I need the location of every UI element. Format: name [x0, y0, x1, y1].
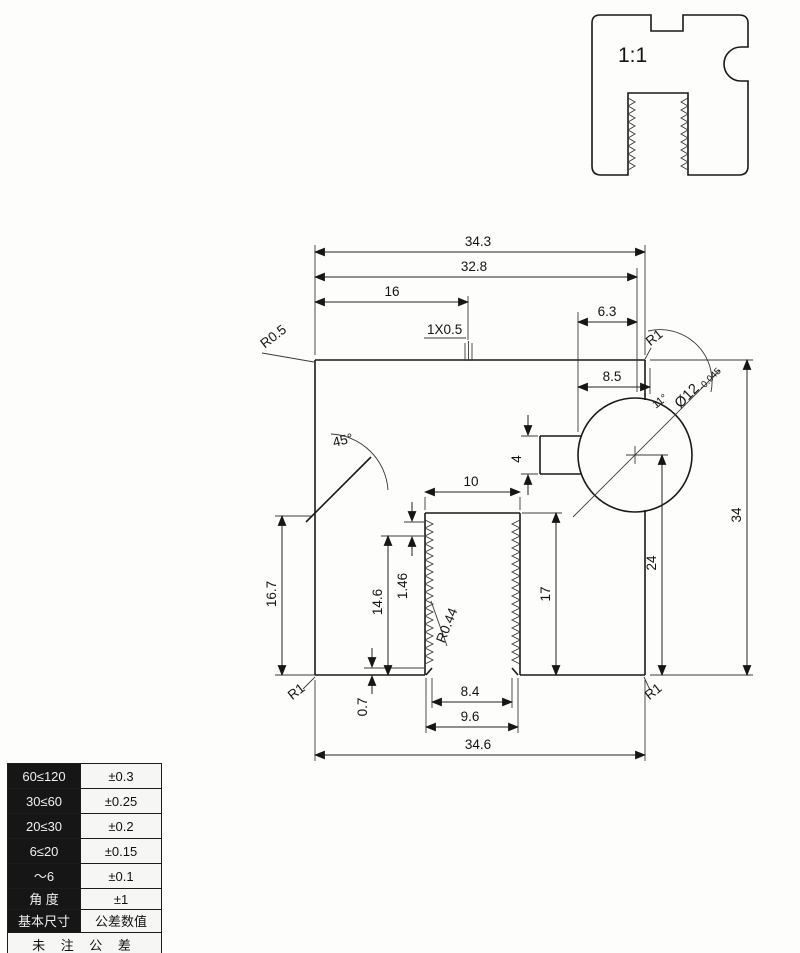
dim-16-7: 16.7 — [264, 581, 279, 607]
dim-24: 24 — [644, 555, 659, 571]
tolerance-row: 20≤30 ±0.2 — [7, 813, 178, 839]
tolerance-value: ±0.2 — [80, 813, 162, 839]
tolerance-value: ±0.3 — [80, 763, 162, 789]
dim-34-3: 34.3 — [465, 234, 491, 249]
tolerance-row: 60≤120 ±0.3 — [7, 763, 178, 789]
dim-r0-44: R0.44 — [433, 605, 461, 644]
dim-8-4: 8.4 — [461, 684, 480, 699]
dim-10: 10 — [463, 474, 478, 489]
thread-profile-left — [423, 519, 435, 665]
tolerance-row: ～6 ±0.1 — [7, 863, 178, 889]
dim-4: 4 — [509, 455, 524, 463]
dim-14-6: 14.6 — [370, 589, 385, 615]
tolerance-value: ±0.25 — [80, 788, 162, 814]
scale-view-thread-left — [627, 97, 636, 171]
dim-r1-bottom-left: R1 — [285, 680, 308, 702]
size-range: 20≤30 — [7, 813, 81, 839]
tolerance-row: 30≤60 ±0.25 — [7, 788, 178, 814]
dim-dia-12-tolerance: -0.045 — [697, 366, 724, 393]
dim-8-5: 8.5 — [603, 369, 622, 384]
size-range: 60≤120 — [7, 763, 81, 789]
tolerance-header-row: 基本尺寸 公差数值 — [7, 909, 178, 933]
dim-0-7: 0.7 — [355, 698, 370, 717]
size-range: ～6 — [7, 863, 81, 889]
part-outline — [305, 341, 646, 676]
scale-view: 1:1 — [591, 14, 749, 176]
footer-unmarked-tolerance: 未 注 公 差 — [7, 932, 162, 953]
dim-r0-5: R0.5 — [257, 322, 289, 351]
dimensions: 34.3 32.8 16 6.3 8.5 1X0.5 34 24 16.7 14… — [264, 234, 752, 760]
dim-chamfer-note: 1X0.5 — [427, 322, 462, 337]
tolerance-row-angle: 角 度 ±1 — [7, 888, 178, 910]
header-basic-size: 基本尺寸 — [7, 909, 81, 933]
tolerance-table: 60≤120 ±0.3 30≤60 ±0.25 20≤30 ±0.2 6≤20 … — [7, 763, 178, 953]
scale-view-outline — [591, 14, 749, 176]
tolerance-value: ±1 — [80, 888, 162, 910]
threaded-slot — [423, 512, 522, 676]
bore-circle — [572, 369, 721, 518]
scale-label: 1:1 — [618, 44, 647, 67]
dim-1-46: 1.46 — [395, 573, 410, 599]
tolerance-footer-row: 未 注 公 差 — [7, 932, 178, 953]
dim-6-3: 6.3 — [598, 304, 617, 319]
side-slot — [539, 435, 581, 475]
main-view: 45° — [257, 234, 753, 761]
dim-32-8: 32.8 — [461, 259, 487, 274]
header-tolerance-value: 公差数值 — [80, 909, 162, 933]
size-range: 6≤20 — [7, 838, 81, 864]
tolerance-value: ±0.1 — [80, 863, 162, 889]
chamfer-angle-arc — [330, 433, 389, 491]
dim-17: 17 — [538, 586, 553, 601]
dim-34-6: 34.6 — [465, 737, 491, 752]
size-range: 角 度 — [7, 888, 81, 910]
dim-16: 16 — [384, 284, 399, 299]
angle-11-arc — [647, 329, 713, 393]
dim-34: 34 — [729, 507, 744, 523]
tolerance-value: ±0.15 — [80, 838, 162, 864]
size-range: 30≤60 — [7, 788, 81, 814]
tolerance-row: 6≤20 ±0.15 — [7, 838, 178, 864]
extension-lines — [275, 245, 753, 761]
dim-9-6: 9.6 — [461, 709, 480, 724]
thread-profile-right — [510, 519, 522, 665]
scale-view-thread-right — [680, 97, 689, 171]
dim-angle-45: 45° — [331, 430, 354, 449]
